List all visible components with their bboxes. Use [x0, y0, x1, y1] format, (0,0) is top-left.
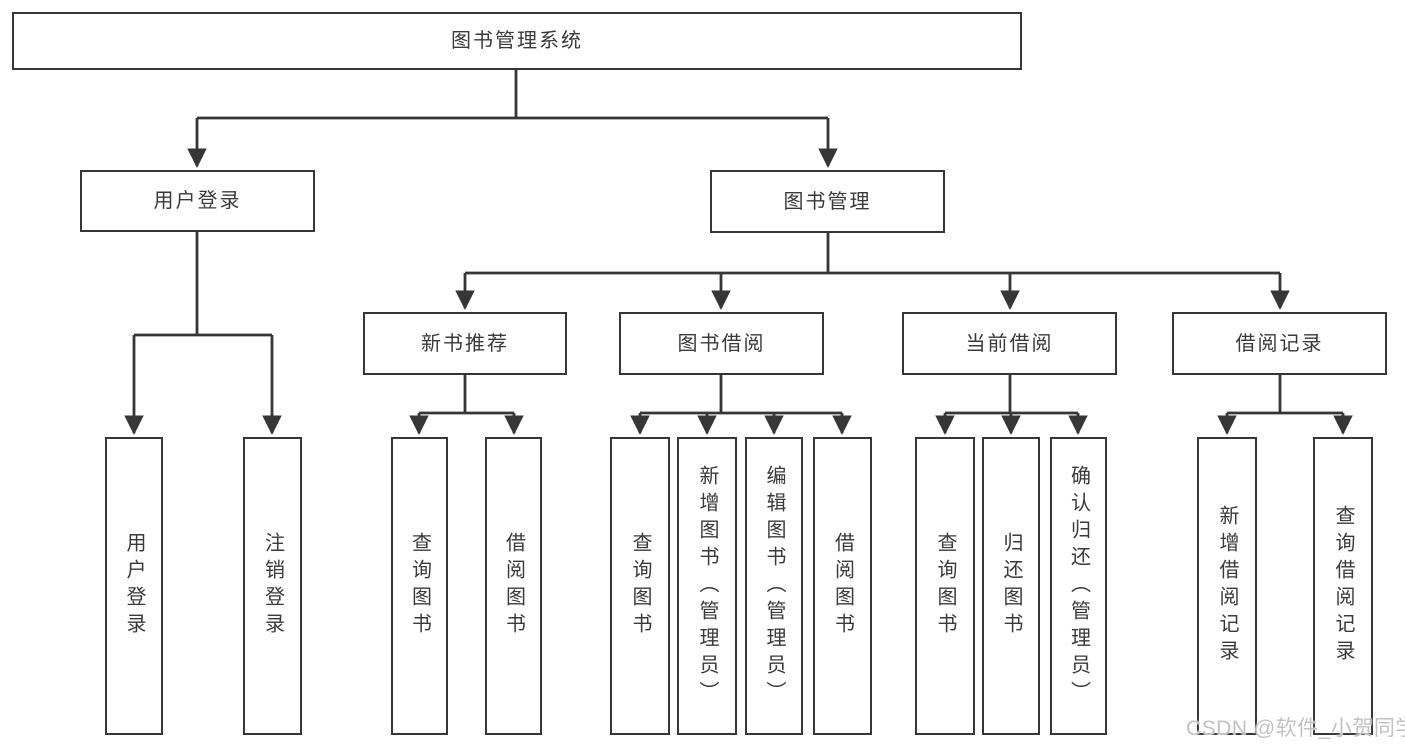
node-user-login: 用户登录 — [80, 170, 315, 232]
node-leaf-edit-book-admin: 编辑图书（管理员） — [745, 437, 803, 735]
node-leaf-query-books-3-label: 查询图书 — [934, 532, 956, 640]
node-leaf-add-borrow-record-label: 新增借阅记录 — [1216, 505, 1238, 667]
node-user-login-label: 用户登录 — [153, 190, 242, 212]
node-leaf-logout-label: 注销登录 — [261, 532, 284, 640]
bus-borrow-records — [1227, 375, 1343, 415]
node-leaf-user-login: 用户登录 — [105, 437, 163, 735]
node-leaf-query-books-1-label: 查询图书 — [408, 532, 431, 640]
node-leaf-return-book: 归还图书 — [982, 437, 1040, 735]
node-leaf-query-books-2: 查询图书 — [610, 437, 670, 735]
node-leaf-borrow-books-1: 借阅图书 — [485, 437, 542, 735]
node-leaf-logout: 注销登录 — [243, 437, 302, 735]
node-new-book-rec: 新书推荐 — [363, 312, 567, 375]
node-book-borrow-label: 图书借阅 — [677, 332, 766, 355]
bus-root — [197, 70, 828, 120]
node-borrow-records: 借阅记录 — [1172, 312, 1387, 375]
node-leaf-query-books-3: 查询图书 — [915, 437, 975, 735]
node-leaf-add-borrow-record: 新增借阅记录 — [1197, 437, 1257, 735]
node-book-mgmt-label: 图书管理 — [783, 190, 872, 213]
node-leaf-return-book-label: 归还图书 — [1000, 532, 1022, 640]
node-leaf-query-borrow-record: 查询借阅记录 — [1313, 437, 1373, 735]
node-book-mgmt: 图书管理 — [710, 170, 945, 233]
csdn-watermark: CSDN @软件_小贺同学 — [1186, 717, 1405, 740]
node-leaf-confirm-return-admin-label: 确认归还（管理员） — [1067, 464, 1090, 708]
node-current-borrow: 当前借阅 — [902, 312, 1117, 375]
node-root-label: 图书管理系统 — [451, 30, 583, 52]
bus-user-login — [134, 232, 272, 337]
node-leaf-user-login-label: 用户登录 — [123, 532, 145, 640]
node-borrow-records-label: 借阅记录 — [1235, 332, 1324, 355]
node-root: 图书管理系统 — [12, 12, 1022, 70]
node-leaf-confirm-return-admin: 确认归还（管理员） — [1050, 437, 1107, 735]
node-leaf-borrow-books-1-label: 借阅图书 — [502, 532, 525, 640]
node-leaf-add-book-admin: 新增图书（管理员） — [677, 437, 737, 735]
node-leaf-borrow-books-2-label: 借阅图书 — [831, 532, 854, 640]
node-leaf-query-borrow-record-label: 查询借阅记录 — [1332, 505, 1354, 667]
node-current-borrow-label: 当前借阅 — [965, 332, 1054, 355]
node-book-borrow: 图书借阅 — [619, 312, 824, 375]
node-leaf-query-books-2-label: 查询图书 — [629, 532, 651, 640]
node-leaf-add-book-admin-label: 新增图书（管理员） — [696, 464, 718, 708]
node-leaf-borrow-books-2: 借阅图书 — [813, 437, 872, 735]
bus-book-mgmt — [465, 233, 1280, 275]
node-leaf-query-books-1: 查询图书 — [391, 437, 448, 735]
node-new-book-rec-label: 新书推荐 — [421, 332, 509, 355]
bus-book-borrow — [640, 375, 842, 415]
node-leaf-edit-book-admin-label: 编辑图书（管理员） — [763, 464, 785, 708]
bus-new-book-rec — [419, 375, 514, 415]
bus-current-borrow — [945, 375, 1078, 415]
